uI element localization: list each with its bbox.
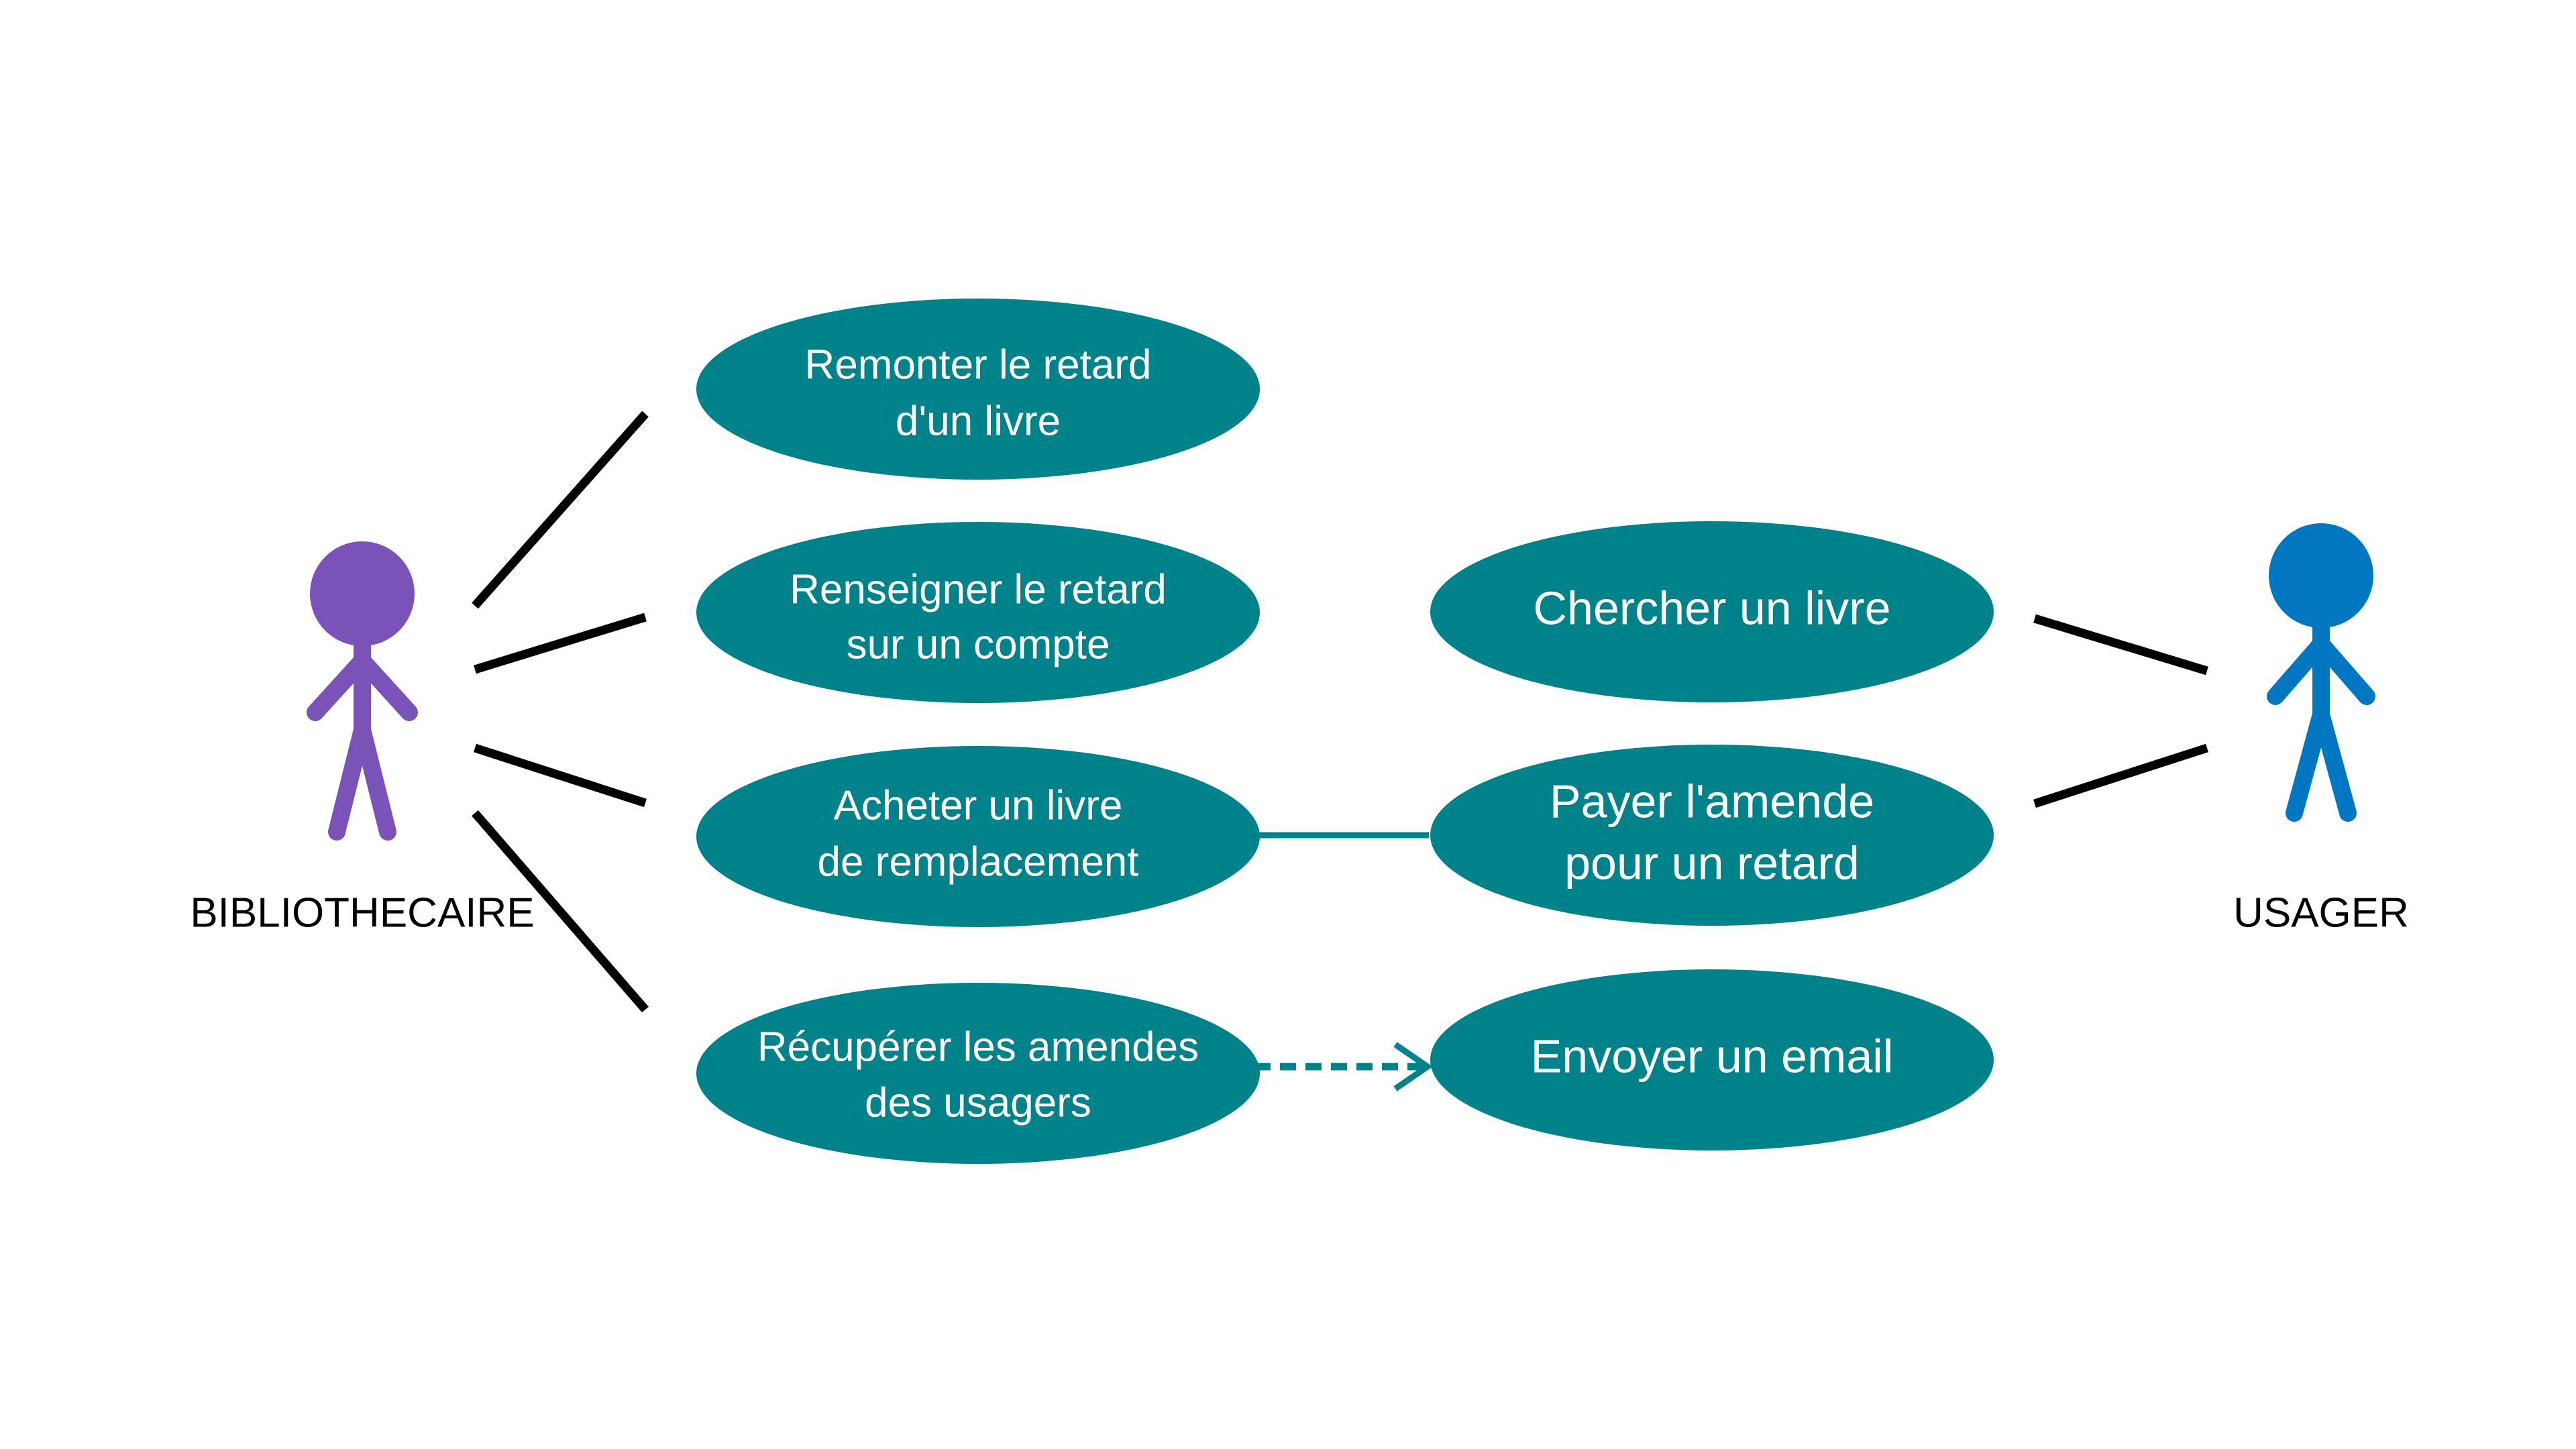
stick-figure-icon (307, 541, 418, 841)
use-case-label-line1: Payer l'amende (1550, 775, 1874, 827)
use-case-chercher[interactable]: Chercher un livre (1430, 521, 1994, 702)
dependency-arrow (1254, 1042, 1433, 1091)
actor-body (307, 634, 418, 841)
usager-associations (2033, 614, 2208, 808)
association-line (472, 411, 649, 609)
use-case-ellipse (1430, 521, 1994, 702)
use-case-label-line1: Renseigner le retard (790, 566, 1167, 612)
use-case-ellipse (696, 746, 1260, 927)
use-case-envoyer[interactable]: Envoyer un email (1430, 969, 1994, 1150)
use-case-label-line1: Envoyer un email (1531, 1030, 1894, 1082)
use-case-ellipse (1430, 969, 1994, 1150)
bibliothecaire-associations (472, 411, 649, 1013)
use-case-payer[interactable]: Payer l'amende pour un retard (1430, 745, 1994, 926)
actor-head (310, 541, 415, 646)
use-case-label-line2: pour un retard (1564, 837, 1860, 889)
association-line (474, 743, 647, 808)
use-case-ellipse (696, 522, 1260, 703)
actor-label-usager: USAGER (2233, 890, 2409, 936)
use-case-label-line1: Récupérer les amendes (757, 1024, 1199, 1070)
use-case-ellipse (696, 299, 1260, 480)
actor-usager: USAGER (2233, 523, 2409, 936)
actor-label-bibliothecaire: BIBLIOTHECAIRE (190, 890, 534, 936)
association-line (472, 810, 649, 1013)
use-case-acheter[interactable]: Acheter un livre de remplacement (696, 746, 1260, 927)
use-case-renseigner[interactable]: Renseigner le retard sur un compte (696, 522, 1260, 703)
use-case-label-line2: sur un compte (847, 621, 1110, 667)
use-case-label-line2: de remplacement (817, 839, 1138, 885)
use-case-label-line2: des usagers (865, 1079, 1091, 1126)
association-line (474, 612, 647, 674)
arrowhead-icon (1393, 1042, 1433, 1091)
use-case-label-line1: Acheter un livre (834, 782, 1123, 828)
actor-head (2269, 523, 2373, 628)
use-case-label-line1: Chercher un livre (1534, 582, 1891, 634)
use-case-ellipse (1430, 745, 1994, 926)
use-case-recuperer[interactable]: Récupérer les amendes des usagers (696, 983, 1260, 1164)
association-line (2033, 614, 2208, 676)
use-case-label-line2: d'un livre (896, 398, 1061, 444)
stick-figure-icon (2267, 523, 2375, 822)
association-line (2033, 743, 2208, 808)
use-case-ellipse (696, 983, 1260, 1164)
use-case-remonter[interactable]: Remonter le retard d'un livre (696, 299, 1260, 480)
actor-body (2267, 616, 2375, 822)
actor-bibliothecaire: BIBLIOTHECAIRE (190, 541, 535, 936)
use-case-label-line1: Remonter le retard (805, 341, 1152, 388)
